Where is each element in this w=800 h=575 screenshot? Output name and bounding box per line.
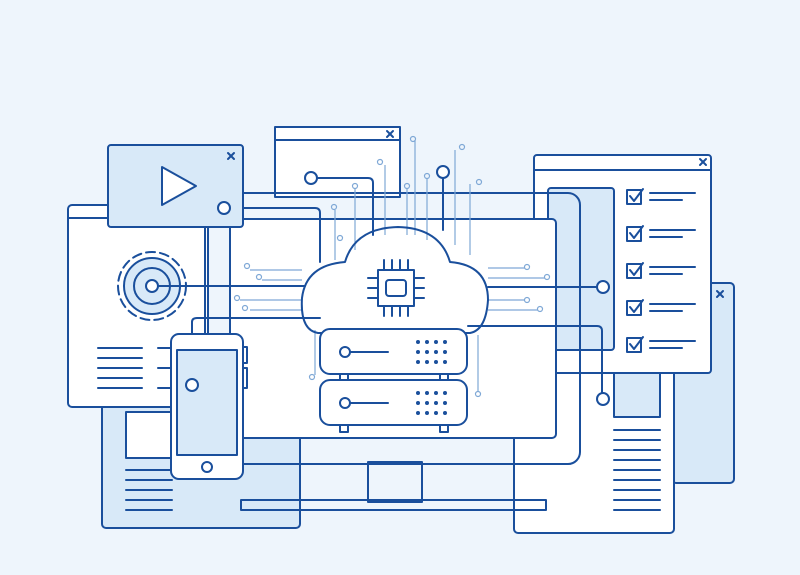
video-window	[107, 144, 244, 228]
close-icon	[227, 152, 235, 160]
checklist-window	[533, 154, 712, 374]
connector-lines	[145, 165, 610, 406]
chip-icon	[367, 259, 425, 317]
play-icon	[161, 166, 197, 206]
server-icon	[319, 328, 468, 433]
close-icon	[716, 290, 724, 298]
close-icon	[386, 130, 394, 138]
circuit-traces	[233, 135, 551, 398]
top-window	[274, 126, 401, 198]
checkbox-icon	[626, 188, 696, 205]
close-icon	[699, 158, 707, 166]
smartphone-icon	[170, 333, 248, 480]
cloud	[300, 226, 489, 334]
